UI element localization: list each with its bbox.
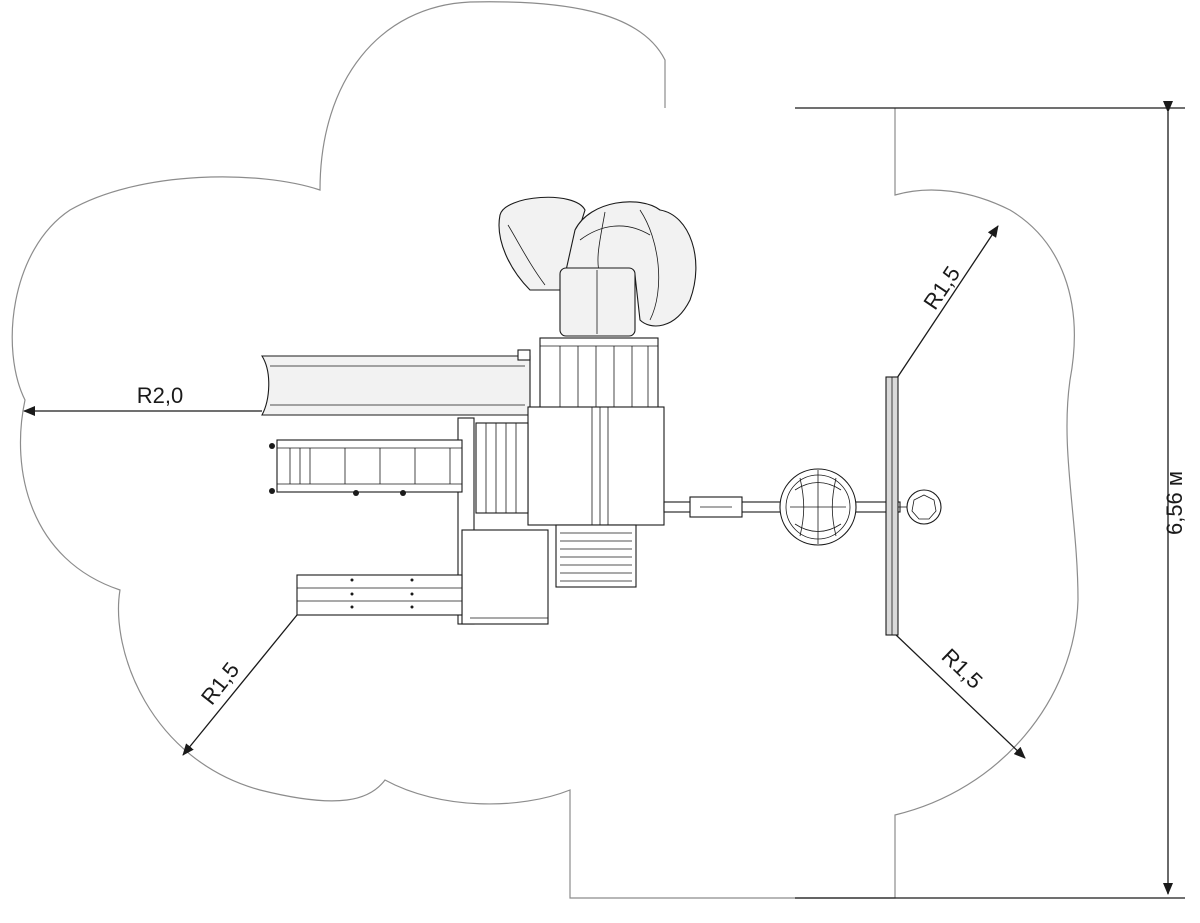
bottom-left-radius-line <box>182 614 298 756</box>
stairs <box>555 524 637 588</box>
playground-equipment <box>261 196 942 636</box>
overall-depth-label: 6,56 м <box>1162 471 1187 535</box>
top-right-radius-label: R1,5 <box>918 262 965 315</box>
upper-panel <box>539 337 659 409</box>
main-deck <box>527 406 665 526</box>
bottom-right-radius-line <box>894 633 1026 759</box>
bottom-left-radius-label: R1,5 <box>196 657 244 709</box>
bench <box>296 574 463 616</box>
basketball-hoop <box>898 489 942 525</box>
side-tower <box>457 417 549 625</box>
tube-slides <box>498 196 697 337</box>
straight-slide <box>261 349 531 416</box>
nest-swing <box>779 468 857 546</box>
bottom-right-radius-label: R1,5 <box>937 643 988 693</box>
left-radius-label: R2,0 <box>137 383 183 408</box>
monkey-bars <box>269 439 463 496</box>
swing-frame <box>885 376 899 636</box>
top-right-radius-line <box>896 225 999 379</box>
